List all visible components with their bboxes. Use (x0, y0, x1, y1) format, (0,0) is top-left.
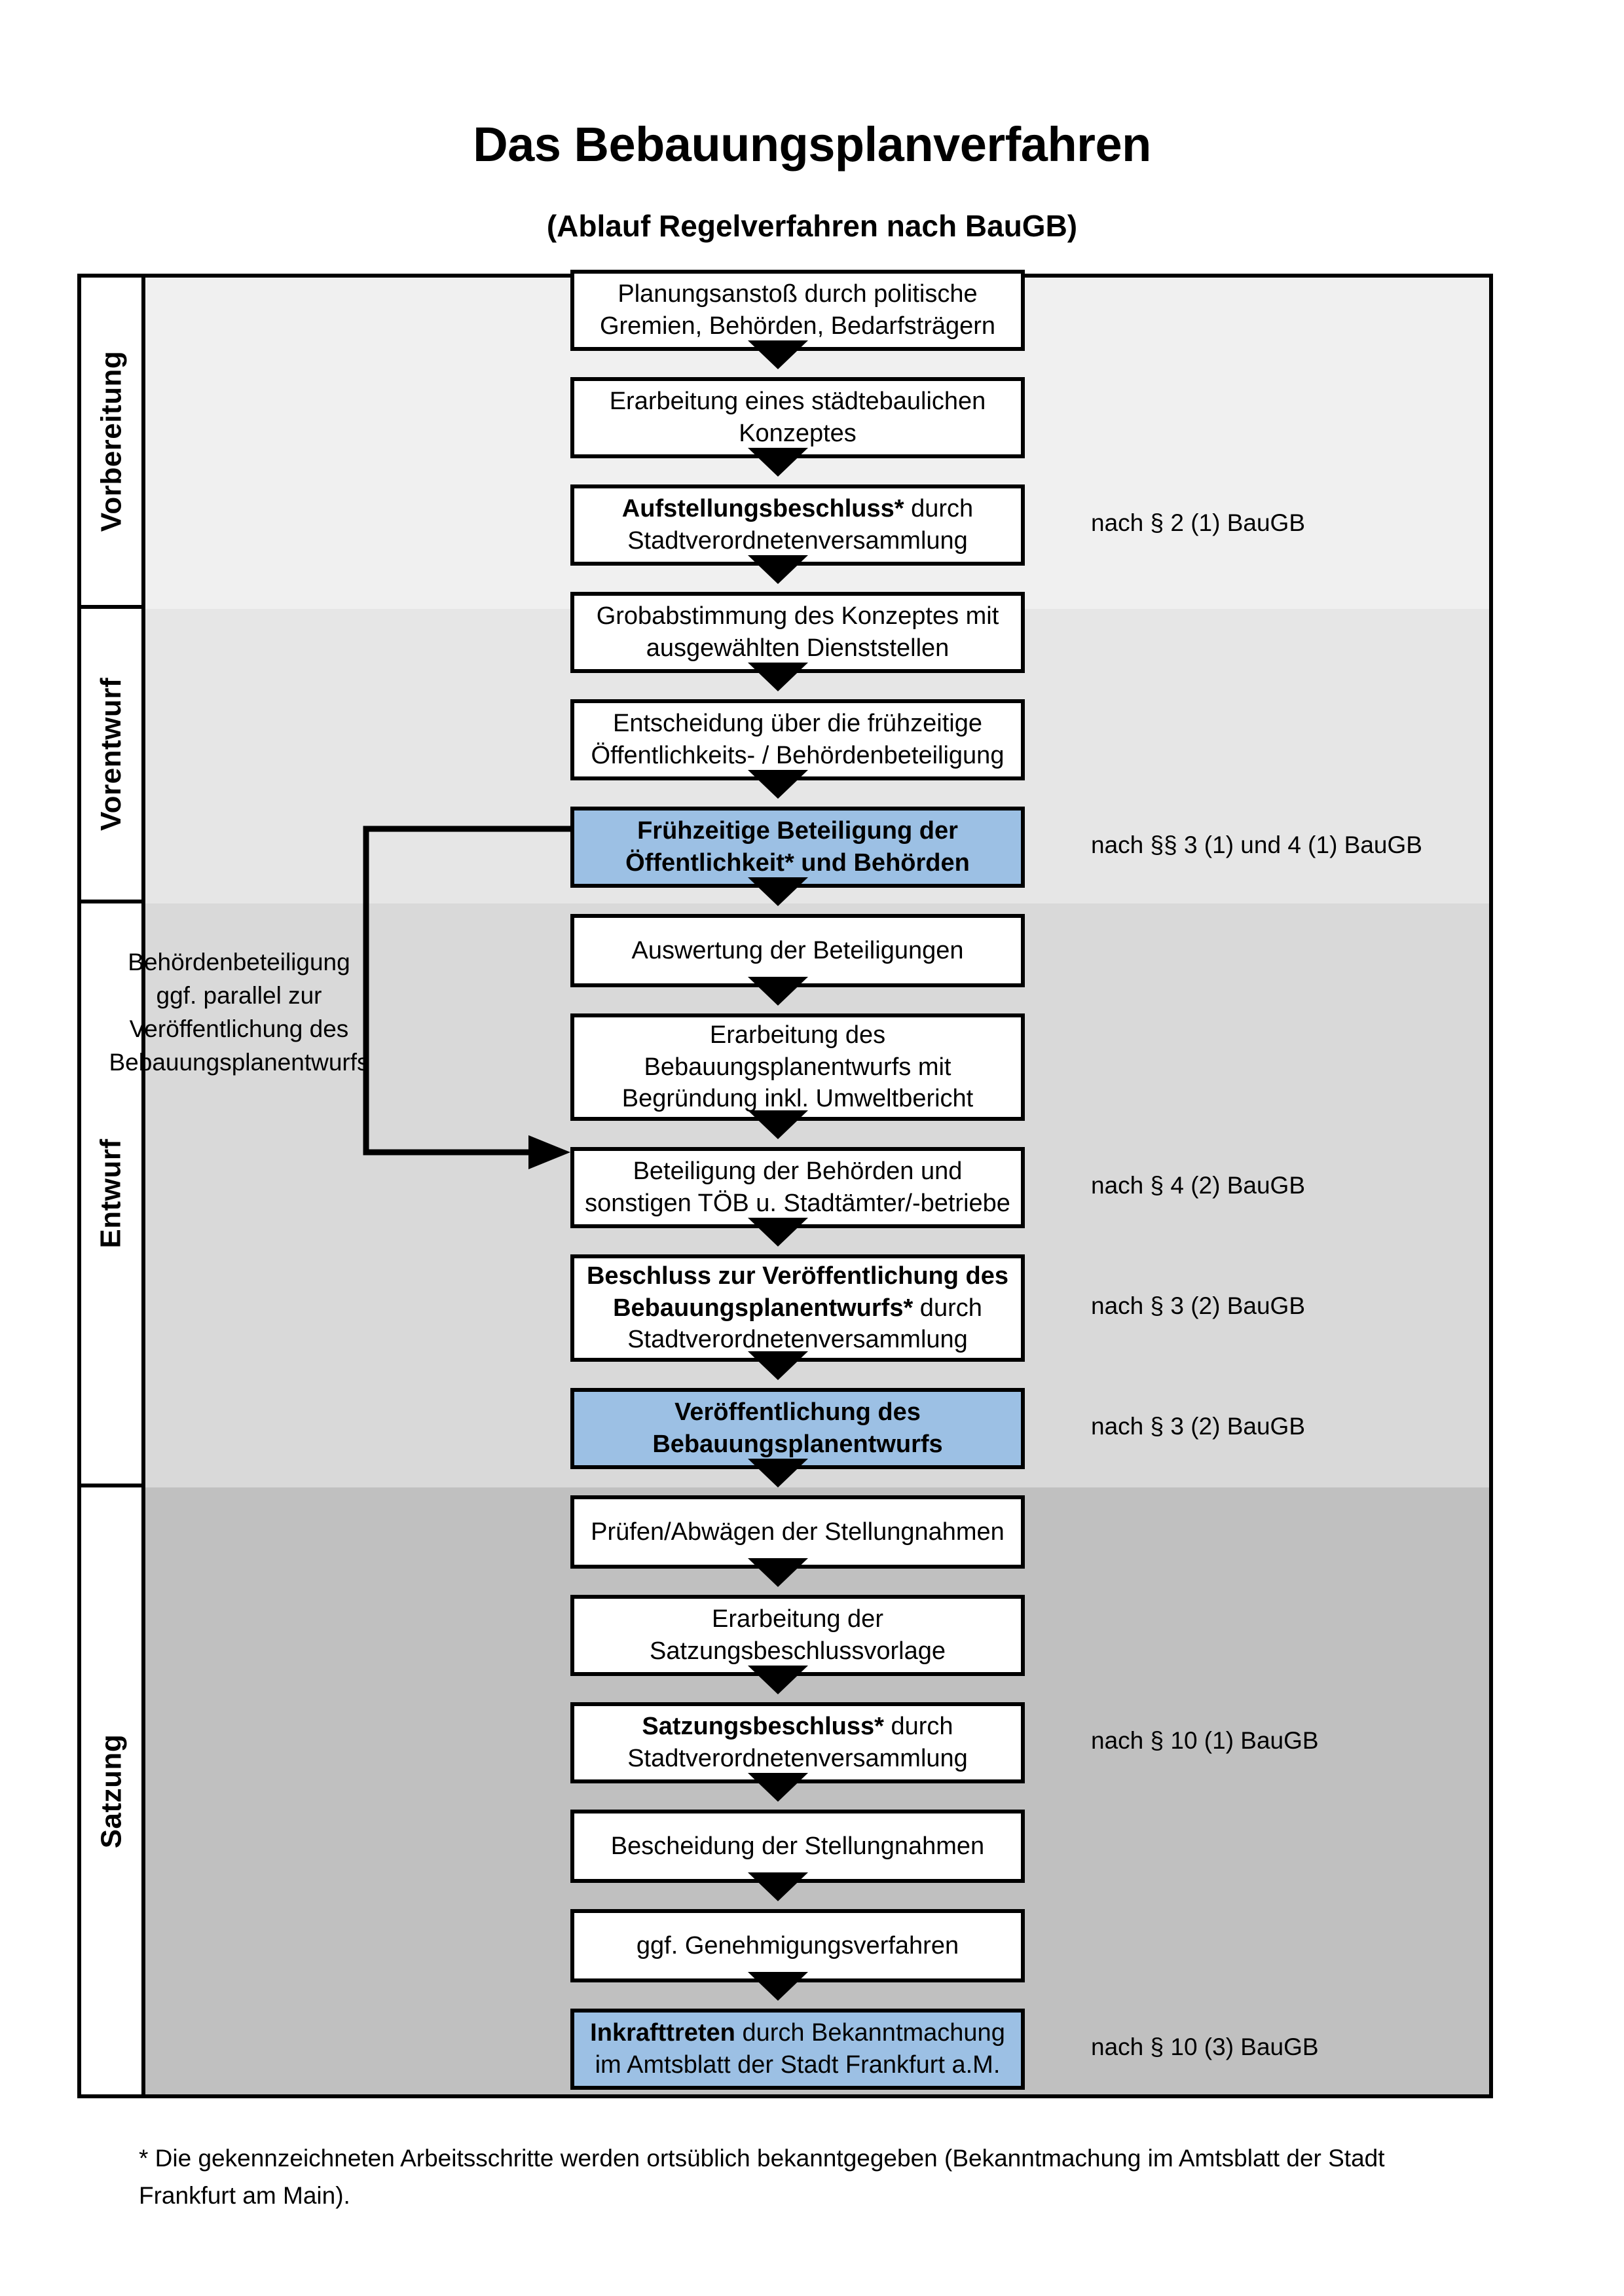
flow-arrow-14-to-15 (748, 1773, 808, 1802)
legal-reference-step-14: nach § 10 (1) BauGB (1091, 1727, 1319, 1754)
phase-label-text: Vorentwurf (95, 678, 127, 831)
legal-reference-step-3: nach § 2 (1) BauGB (1091, 509, 1306, 536)
flow-step-box-12: Prüfen/Abwägen der Stellungnahmen (570, 1495, 1025, 1569)
legal-reference-step-17: nach § 10 (3) BauGB (1091, 2033, 1319, 2060)
flow-arrow-2-to-3 (748, 448, 808, 477)
side-note-line: ggf. parallel zur (156, 982, 322, 1010)
flow-arrow-3-to-4 (748, 555, 808, 584)
parallel-branch-connector (363, 826, 576, 1169)
page-subtitle: (Ablauf Regelverfahren nach BauGB) (546, 209, 1078, 243)
page-title: Das Bebauungsplanverfahren (473, 117, 1151, 172)
flow-arrow-6-to-7 (748, 877, 808, 906)
phase-label-satzung: Satzung (81, 1487, 141, 2094)
flow-arrow-8-to-9 (748, 1110, 808, 1139)
side-note-line: Veröffentlichung des (129, 1015, 349, 1043)
flow-arrow-12-to-13 (748, 1558, 808, 1587)
legal-reference-step-10: nach § 3 (2) BauGB (1091, 1292, 1306, 1319)
phase-label-column: Vorbereitung Vorentwurf Entwurf Satzung (81, 278, 145, 2094)
footnote-text: * Die gekennzeichneten Arbeitsschritte w… (139, 2145, 1385, 2210)
flow-step-text: ggf. Genehmigungsverfahren (636, 1931, 959, 1959)
flow-arrow-9-to-10 (748, 1218, 808, 1247)
flow-arrow-16-to-17 (748, 1972, 808, 2001)
flow-arrow-7-to-8 (748, 977, 808, 1006)
flow-step-box-16: ggf. Genehmigungsverfahren (570, 1909, 1025, 1982)
phase-label-vorbereitung: Vorbereitung (81, 278, 141, 609)
flow-arrow-1-to-2 (748, 340, 808, 369)
flow-arrow-4-to-5 (748, 663, 808, 691)
phase-label-text: Vorbereitung (95, 350, 127, 532)
flow-step-text: Prüfen/Abwägen der Stellungnahmen (591, 1518, 1005, 1546)
flow-arrow-10-to-11 (748, 1351, 808, 1380)
flow-arrow-11-to-12 (748, 1459, 808, 1487)
flowchart-frame: Vorbereitung Vorentwurf Entwurf Satzung … (77, 270, 1493, 2098)
phase-label-vorentwurf: Vorentwurf (81, 609, 141, 903)
flow-step-text: Bescheidung der Stellungnahmen (610, 1832, 985, 1860)
side-note-behoerdenbeteiligung: Behördenbeteiligung ggf. parallel zur Ve… (98, 945, 380, 1079)
side-note-line: Bebauungsplanentwurfs (109, 1049, 369, 1076)
legal-reference-step-9: nach § 4 (2) BauGB (1091, 1172, 1306, 1199)
flow-arrow-15-to-16 (748, 1872, 808, 1901)
legal-reference-step-11: nach § 3 (2) BauGB (1091, 1413, 1306, 1440)
flow-arrow-5-to-6 (748, 770, 808, 799)
flow-arrow-13-to-14 (748, 1666, 808, 1694)
phase-label-text: Satzung (95, 1734, 128, 1848)
side-note-line: Behördenbeteiligung (128, 949, 350, 975)
phase-label-text: Entwurf (95, 1139, 128, 1248)
legal-reference-step-6: nach §§ 3 (1) und 4 (1) BauGB (1091, 831, 1422, 858)
phase-label-entwurf: Entwurf (81, 903, 141, 1487)
flow-step-text: Auswertung der Beteiligungen (631, 936, 964, 964)
